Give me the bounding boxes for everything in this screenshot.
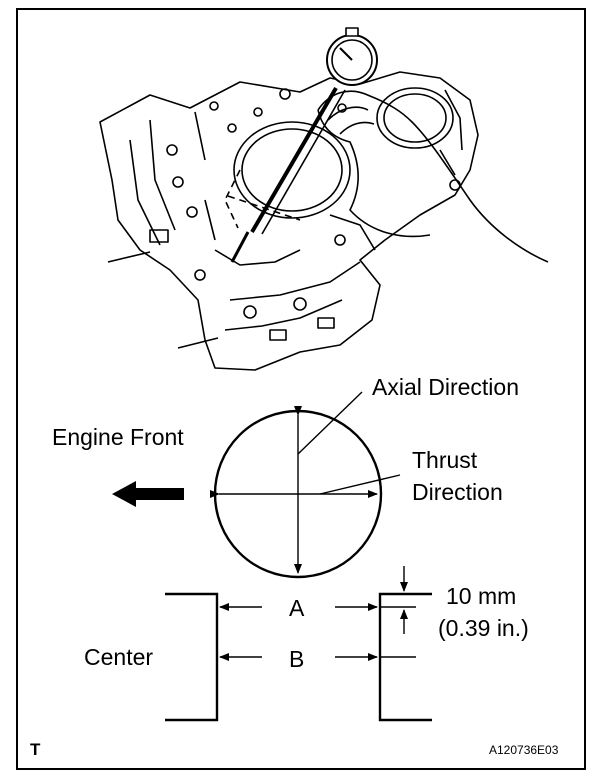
center-label: Center [84, 644, 154, 670]
measure-a-label: A [289, 595, 305, 621]
figure-code: A120736E03 [489, 743, 559, 757]
thrust-direction-label-line1: Thrust [412, 447, 478, 473]
offset-mm-label: 10 mm [446, 583, 517, 609]
engine-block-illustration [99, 27, 549, 371]
corner-mark: T [30, 740, 41, 759]
engine-front-arrow-icon [112, 481, 184, 507]
engine-front-label: Engine Front [52, 424, 184, 450]
bore-cross-section [210, 391, 401, 579]
measurement-arrows [219, 566, 430, 661]
measure-b-label: B [289, 646, 305, 672]
axial-leader-line [297, 391, 363, 455]
left-wall [165, 592, 219, 722]
axial-direction-label: Axial Direction [372, 374, 519, 400]
figure-frame [16, 8, 586, 770]
thrust-leader-line [319, 474, 401, 495]
thrust-direction-label-line2: Direction [412, 479, 503, 505]
offset-in-label: (0.39 in.) [438, 615, 529, 641]
